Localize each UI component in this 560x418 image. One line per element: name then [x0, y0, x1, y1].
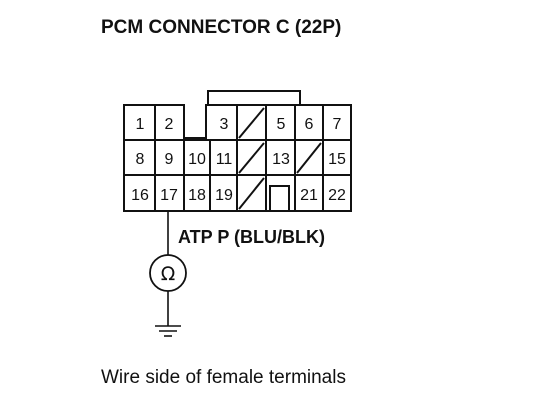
pin-label: 10 [188, 151, 206, 168]
connector-key-notch [269, 185, 290, 211]
diagram-title: PCM CONNECTOR C (22P) [101, 17, 341, 38]
connector-lock-tab [207, 90, 301, 105]
pin-label: 19 [215, 187, 233, 204]
pin-label: 17 [160, 187, 178, 204]
diagram-caption: Wire side of female terminals [101, 367, 346, 388]
pcm-connector-c [123, 90, 352, 212]
pin-row-3: 16 17 18 19 21 22 [131, 187, 346, 204]
pin-label: 8 [136, 151, 145, 168]
pin-row-1: 1 2 3 5 6 7 [136, 116, 342, 133]
pin-label: 13 [272, 151, 290, 168]
connector-outline [123, 104, 352, 212]
pin-row-2: 8 9 10 11 13 15 [136, 151, 346, 168]
pin-label: 16 [131, 187, 149, 204]
pin-label: 1 [136, 116, 145, 133]
pin-label: 2 [165, 116, 174, 133]
pin-label: 9 [165, 151, 174, 168]
pin-label: 18 [188, 187, 206, 204]
pin-label: 6 [305, 116, 314, 133]
empty-cavity-slash [238, 142, 265, 174]
pin-label: 7 [333, 116, 342, 133]
empty-cavity-slash [296, 142, 322, 174]
pin-label: 21 [300, 187, 318, 204]
wire-label: ATP P (BLU/BLK) [178, 227, 325, 247]
pin-label: 5 [277, 116, 286, 133]
pin-label: 11 [216, 151, 233, 168]
empty-cavity-slash [238, 177, 265, 210]
empty-cavity-slash [238, 107, 265, 139]
pin-label: 3 [220, 116, 229, 133]
pin-label: 15 [328, 151, 346, 168]
ground-icon [155, 325, 181, 337]
pin-label: 22 [328, 187, 346, 204]
ohm-symbol: Ω [161, 263, 176, 285]
